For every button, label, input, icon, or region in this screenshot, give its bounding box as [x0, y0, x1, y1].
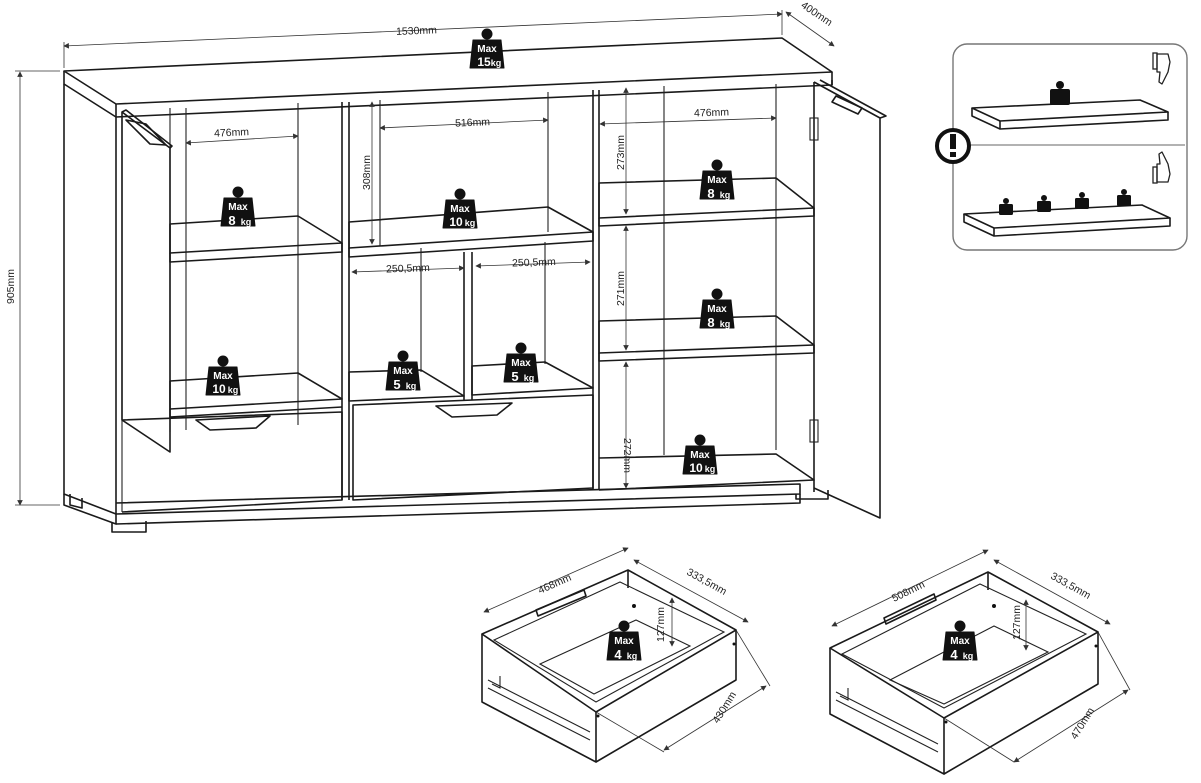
svg-text:Max: Max [707, 175, 727, 186]
svg-text:Max: Max [511, 358, 531, 369]
svg-text:kg: kg [720, 319, 731, 329]
drawer-small-height-label: 127mm [655, 607, 667, 642]
svg-text:kg: kg [627, 651, 638, 661]
weight-left-upper: Max 8 kg [220, 186, 256, 228]
svg-text:Max: Max [450, 204, 470, 215]
svg-text:Max: Max [213, 371, 233, 382]
right-bottom-height-label: 272mm [621, 438, 633, 473]
drawer-large: 508mm 333,5mm 127mm 470mm Max 4 kg [829, 549, 1131, 775]
drawer-small-depth-label: 333,5mm [685, 566, 729, 598]
svg-text:kg: kg [720, 190, 731, 200]
svg-text:Max: Max [228, 202, 248, 213]
middle-shelf-width-label: 516mm [455, 116, 491, 130]
distributed-weights-icon [999, 189, 1131, 215]
middle-half-width-b-label: 250,5mm [512, 256, 556, 270]
single-heavy-weight-icon [1050, 81, 1070, 105]
weight-right-upper: Max 8 kg [699, 159, 735, 201]
drawer-large-inner-label: 470mm [1068, 705, 1097, 741]
svg-text:kg: kg [465, 218, 476, 228]
weight-right-lower: Max 10 kg [682, 434, 718, 475]
svg-text:Max: Max [950, 636, 970, 647]
svg-text:15: 15 [477, 55, 491, 69]
svg-text:kg: kg [491, 58, 502, 68]
cabinet [63, 37, 887, 533]
svg-text:kg: kg [963, 651, 974, 661]
width-label: 1530mm [396, 24, 438, 38]
svg-text:Max: Max [393, 366, 413, 377]
weight-right-mid: Max 8 kg [699, 288, 735, 330]
height-label: 905mm [5, 269, 17, 304]
weight-middle-lower-a: Max 5 kg [385, 350, 421, 392]
svg-text:10: 10 [689, 461, 703, 475]
weight-left-lower: Max 10 kg [205, 355, 241, 396]
svg-text:kg: kg [241, 217, 252, 227]
drawer-large-height-label: 127mm [1011, 605, 1023, 640]
exclamation-icon [935, 128, 971, 164]
weight-top: Max 15 kg [469, 28, 505, 69]
svg-text:5: 5 [393, 377, 400, 392]
svg-text:8: 8 [228, 213, 235, 228]
weight-drawer-small: Max 4 kg [606, 620, 642, 662]
middle-half-width-a-label: 250,5mm [386, 262, 430, 276]
drawer-small-inner-label: 430mm [710, 689, 739, 725]
svg-text:kg: kg [524, 373, 535, 383]
svg-text:5: 5 [511, 369, 518, 384]
drawer-small: 468mm 333,5mm 127mm 430mm Max 4 kg [481, 547, 771, 763]
svg-text:10: 10 [212, 382, 226, 396]
weight-drawer-large: Max 4 kg [942, 620, 978, 662]
weight-middle-upper: Max 10 kg [442, 188, 478, 229]
svg-text:Max: Max [690, 450, 710, 461]
svg-text:kg: kg [228, 385, 239, 395]
drawer-large-depth-label: 333,5mm [1049, 570, 1093, 602]
right-top-height-label: 273mm [615, 135, 627, 170]
svg-text:Max: Max [614, 636, 634, 647]
load-distribution-panel [935, 43, 1188, 251]
svg-text:8: 8 [707, 315, 714, 330]
weight-middle-lower-b: Max 5 kg [503, 342, 539, 384]
thumbs-up-icon [1152, 151, 1171, 184]
svg-text:Max: Max [477, 44, 497, 55]
svg-text:kg: kg [406, 381, 417, 391]
svg-text:10: 10 [449, 215, 463, 229]
svg-text:8: 8 [707, 186, 714, 201]
svg-text:kg: kg [705, 464, 716, 474]
svg-text:4: 4 [614, 647, 622, 662]
svg-text:4: 4 [950, 647, 958, 662]
right-shelf-width-label: 476mm [694, 106, 730, 119]
cabinet-dimensions [15, 10, 835, 506]
drawer-small-width-label: 468mm [536, 571, 573, 596]
thumbs-down-icon [1152, 52, 1171, 85]
svg-text:Max: Max [707, 304, 727, 315]
right-mid-height-label: 271mm [615, 271, 627, 306]
left-shelf-width-label: 476mm [214, 126, 250, 140]
middle-top-height-label: 308mm [361, 155, 373, 190]
